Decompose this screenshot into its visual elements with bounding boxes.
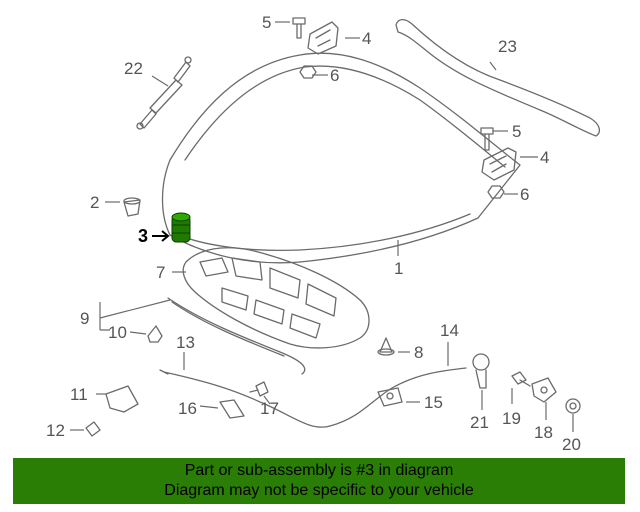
- bracket-11: [105, 385, 139, 413]
- hinge-upper: [307, 21, 339, 55]
- callout-22: 22: [124, 59, 143, 78]
- callout-15: 15: [424, 393, 443, 412]
- latch: [377, 387, 403, 407]
- callout-6-lower: 6: [520, 185, 529, 204]
- callout-17: 17: [260, 399, 279, 418]
- part-info-banner: Part or sub-assembly is #3 in diagram Di…: [13, 458, 625, 504]
- callout-3-arrow: [152, 230, 170, 242]
- callout-10: 10: [108, 323, 127, 342]
- hood-seal: [167, 297, 306, 375]
- hood-panel: [161, 52, 521, 264]
- callout-8: 8: [414, 343, 423, 362]
- callout-19: 19: [502, 409, 521, 428]
- weatherstrip: [395, 18, 601, 137]
- leader-lines: [70, 21, 574, 432]
- callout-23: 23: [498, 37, 517, 56]
- hood-striker: [377, 337, 395, 356]
- vehicle-disclaimer-line: Diagram may not be specific to your vehi…: [164, 482, 474, 499]
- callout-3: 3: [138, 226, 148, 246]
- callout-12: 12: [46, 421, 65, 440]
- callout-14: 14: [440, 321, 459, 340]
- nut-upper: [299, 65, 317, 79]
- callout-5-lower: 5: [512, 122, 521, 141]
- callout-1: 1: [394, 259, 403, 278]
- callout-9: 9: [80, 309, 89, 328]
- hood-lift-strut: [136, 56, 192, 130]
- parts-diagram: 5 4 6 22 23 5 4 6 2 3 7 1 9 10 13 14 8 1…: [46, 13, 601, 454]
- callout-4-lower: 4: [540, 148, 549, 167]
- handle: [472, 353, 490, 389]
- bolt-12: [85, 421, 101, 437]
- hood-bumper: [123, 197, 141, 217]
- bolt-19: [511, 371, 531, 387]
- hood-insulator: [182, 247, 370, 349]
- callout-20: 20: [562, 435, 581, 454]
- callout-11: 11: [70, 385, 88, 404]
- bracket-16: [219, 399, 245, 419]
- release-cable: [159, 367, 467, 428]
- callout-5-upper: 5: [262, 13, 271, 32]
- callout-2: 2: [90, 193, 99, 212]
- bolt-17: [249, 381, 269, 397]
- callout-4-upper: 4: [362, 29, 371, 48]
- callout-6-upper: 6: [330, 66, 339, 85]
- highlighted-part-3: [171, 212, 191, 243]
- callout-18: 18: [534, 423, 553, 442]
- bracket-18: [531, 377, 557, 403]
- seal-clip: [147, 325, 163, 343]
- hinge-lower: [481, 147, 517, 181]
- part-info-line: Part or sub-assembly is #3 in diagram: [184, 462, 454, 479]
- callout-21: 21: [470, 413, 489, 432]
- bolt-upper: [292, 17, 306, 39]
- nut-lower: [487, 185, 505, 199]
- grommet-20: [565, 398, 581, 414]
- callout-7: 7: [156, 263, 165, 282]
- callout-13: 13: [176, 333, 195, 352]
- callout-16: 16: [178, 399, 197, 418]
